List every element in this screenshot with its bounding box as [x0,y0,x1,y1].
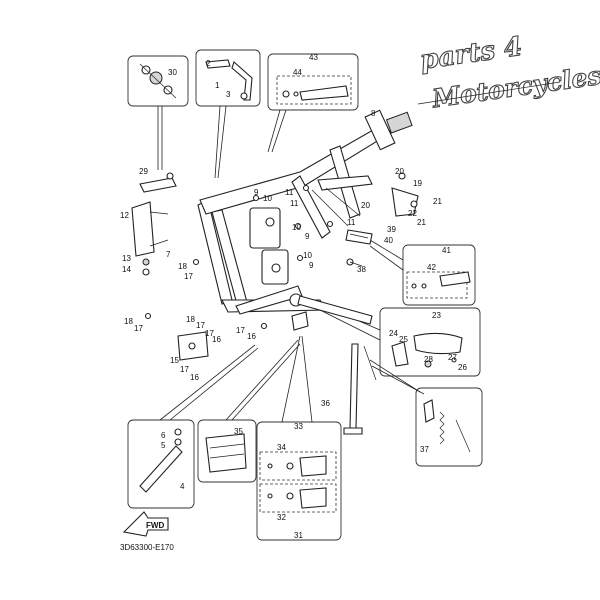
box-23 [379,307,481,377]
logo-line1: parts 4 [418,32,524,76]
label-34: 34 [277,443,286,452]
label-33: 33 [294,422,303,431]
label-32: 32 [277,513,286,522]
label-24: 24 [389,329,398,338]
label-21b: 21 [417,218,426,227]
fwd-label: FWD [146,521,164,530]
label-42: 42 [427,263,436,272]
label-4: 4 [180,482,185,491]
label-10b: 10 [292,223,301,232]
label-11b: 11 [290,199,299,208]
label-16b: 16 [190,373,199,382]
label-27: 27 [448,353,457,362]
label-16c: 16 [247,332,256,341]
label-6: 6 [161,431,166,440]
label-11c: 11 [347,218,356,227]
label-17a: 17 [184,272,193,281]
box-33 [256,421,342,541]
label-17c: 17 [196,321,205,330]
label-30: 30 [168,68,177,77]
label-38: 38 [357,265,366,274]
label-18c: 18 [186,315,195,324]
label-18a: 18 [178,262,187,271]
label-26: 26 [458,363,467,372]
label-10a: 10 [263,194,272,203]
label-15: 15 [170,356,179,365]
label-36: 36 [321,399,330,408]
label-37: 37 [420,445,429,454]
part-number-labels: 30 2 1 3 43 44 8 29 12 13 14 7 18 17 9 1… [120,53,467,540]
label-22: 22 [408,209,417,218]
label-18b: 18 [124,317,133,326]
label-5: 5 [161,441,166,450]
label-17d: 17 [205,329,214,338]
diagram-code: 3D63300-E170 [120,543,174,552]
box-42-inner [406,271,468,299]
box-32-inner [259,483,337,513]
label-35: 35 [234,427,243,436]
label-17e: 17 [180,365,189,374]
box-44-inner [276,75,352,105]
label-41: 41 [442,246,451,255]
label-3: 3 [226,90,231,99]
label-25: 25 [399,335,408,344]
label-1: 1 [215,81,220,90]
label-39: 39 [387,225,396,234]
label-20a: 20 [395,167,404,176]
label-20b: 20 [361,201,370,210]
label-2: 2 [206,59,211,68]
box-43 [267,53,359,111]
label-43: 43 [309,53,318,62]
label-14: 14 [122,265,131,274]
box-1-3 [195,49,261,107]
box-41 [402,244,476,306]
label-40: 40 [384,236,393,245]
label-9c: 9 [309,261,314,270]
label-8: 8 [371,109,376,118]
small-parts [131,59,471,509]
label-21a: 21 [433,197,442,206]
label-13: 13 [122,254,131,263]
label-10c: 10 [303,251,312,260]
fwd-arrow: FWD [122,511,169,537]
label-9a: 9 [254,188,259,197]
label-17b: 17 [134,324,143,333]
label-11a: 11 [285,188,294,197]
box-4 [127,419,195,509]
box-34-inner [259,451,337,481]
label-17f: 17 [236,326,245,335]
label-9b: 9 [305,232,310,241]
logo-swash [417,81,561,105]
label-19: 19 [413,179,422,188]
label-16a: 16 [212,335,221,344]
box-35 [197,419,257,483]
label-28: 28 [424,355,433,364]
label-29: 29 [139,167,148,176]
brand-logo: parts 4 Motorcycles [417,31,600,114]
main-frame [197,109,413,325]
label-7: 7 [166,250,171,259]
label-44: 44 [293,68,302,77]
leader-lines [157,105,425,423]
box-37 [415,387,483,467]
label-12: 12 [120,211,129,220]
label-23: 23 [432,311,441,320]
label-31: 31 [294,531,303,540]
